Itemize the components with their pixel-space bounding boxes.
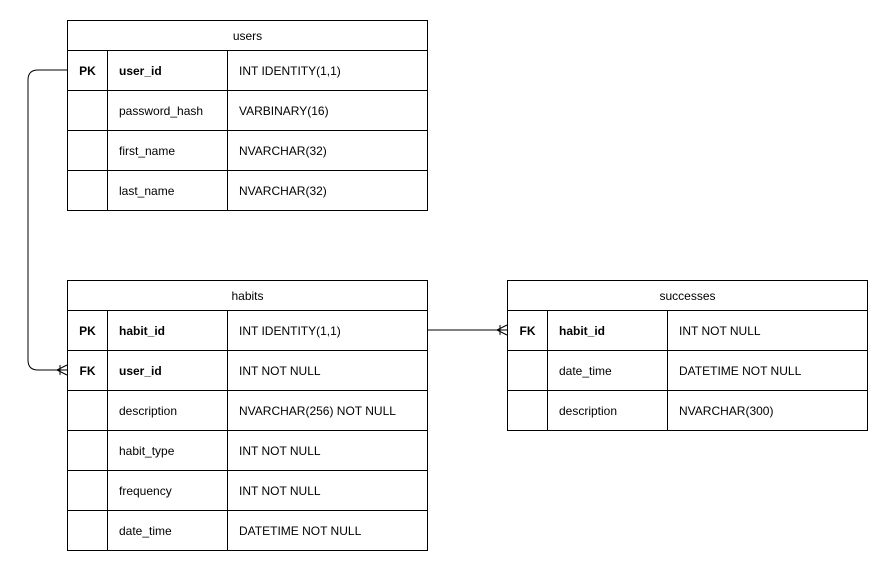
column-type: NVARCHAR(32): [239, 143, 327, 158]
key-label: [68, 171, 108, 211]
column-type: DATETIME NOT NULL: [679, 363, 802, 378]
column-type: NVARCHAR(32): [239, 184, 327, 198]
habits-table-title: habits: [68, 281, 427, 311]
column-name: last_name: [108, 171, 228, 211]
column-type: INT IDENTITY(1,1): [239, 63, 341, 78]
users-habits-connector: [27, 69, 67, 371]
column-name: password_hash: [108, 91, 228, 130]
table-row: description NVARCHAR(300): [508, 391, 867, 431]
table-row: PK habit_id INT IDENTITY(1,1): [68, 311, 427, 351]
column-name: date_time: [548, 351, 668, 390]
key-label: [68, 431, 108, 470]
column-type: INT IDENTITY(1,1): [239, 323, 341, 338]
successes-table: successes FK habit_id INT NOT NULL date_…: [507, 280, 868, 431]
table-row: last_name NVARCHAR(32): [68, 171, 427, 211]
key-label: FK: [68, 351, 108, 390]
table-row: habit_type INT NOT NULL: [68, 431, 427, 471]
column-type: INT NOT NULL: [239, 363, 321, 378]
column-name: description: [108, 391, 228, 430]
column-type: NVARCHAR(300): [679, 404, 774, 418]
column-name: description: [548, 391, 668, 431]
column-type: INT NOT NULL: [239, 443, 321, 458]
column-name: habit_type: [108, 431, 228, 470]
habits-table: habits PK habit_id INT IDENTITY(1,1) FK …: [67, 280, 428, 551]
key-label: [68, 131, 108, 170]
key-label: [68, 471, 108, 510]
key-label: [68, 511, 108, 551]
column-type: VARBINARY(16): [239, 103, 329, 118]
column-name: first_name: [108, 131, 228, 170]
column-type: INT NOT NULL: [679, 323, 761, 338]
column-type: NVARCHAR(256) NOT NULL: [239, 403, 396, 418]
table-row: password_hash VARBINARY(16): [68, 91, 427, 131]
column-name: frequency: [108, 471, 228, 510]
table-row: PK user_id INT IDENTITY(1,1): [68, 51, 427, 91]
key-label: FK: [508, 311, 548, 350]
key-label: PK: [68, 51, 108, 90]
table-row: frequency INT NOT NULL: [68, 471, 427, 511]
users-table-title: users: [68, 21, 427, 51]
successes-table-title: successes: [508, 281, 867, 311]
crows-foot-icon: [56, 364, 68, 376]
crows-foot-icon: [496, 324, 508, 336]
column-name: user_id: [108, 51, 228, 90]
key-label: [68, 91, 108, 130]
key-label: [508, 351, 548, 390]
key-label: [508, 391, 548, 431]
table-row: description NVARCHAR(256) NOT NULL: [68, 391, 427, 431]
table-row: date_time DATETIME NOT NULL: [68, 511, 427, 551]
table-row: date_time DATETIME NOT NULL: [508, 351, 867, 391]
table-row: first_name NVARCHAR(32): [68, 131, 427, 171]
column-name: habit_id: [108, 311, 228, 350]
key-label: PK: [68, 311, 108, 350]
table-row: FK user_id INT NOT NULL: [68, 351, 427, 391]
column-name: date_time: [108, 511, 228, 551]
key-label: [68, 391, 108, 430]
table-row: FK habit_id INT NOT NULL: [508, 311, 867, 351]
column-name: user_id: [108, 351, 228, 390]
column-name: habit_id: [548, 311, 668, 350]
users-table: users PK user_id INT IDENTITY(1,1) passw…: [67, 20, 428, 211]
column-type: INT NOT NULL: [239, 483, 321, 498]
column-type: DATETIME NOT NULL: [239, 524, 362, 538]
